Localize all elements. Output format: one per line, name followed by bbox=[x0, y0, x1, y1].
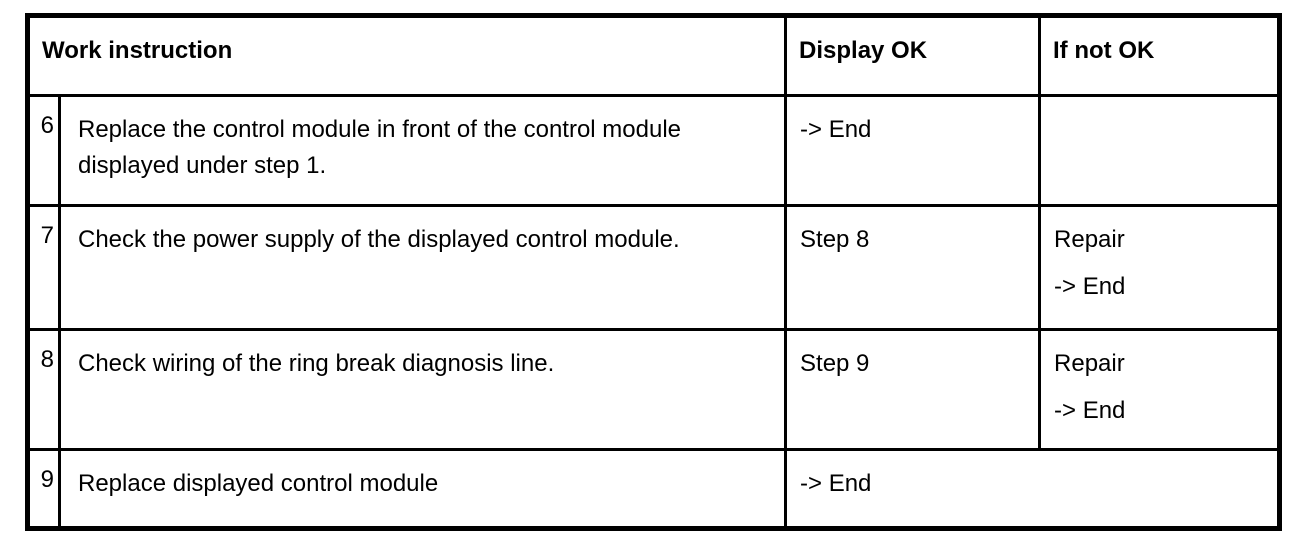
col-header-if-not-ok: If not OK bbox=[1038, 14, 1282, 97]
step-number: 9 bbox=[26, 448, 61, 530]
cell-text-line: Repair bbox=[1054, 350, 1125, 377]
display-ok-cell: -> End bbox=[784, 94, 1042, 207]
cell-text-line: -> End bbox=[800, 116, 872, 143]
if-not-ok-cell: Repair -> End bbox=[1038, 328, 1282, 451]
col-header-display-ok: Display OK bbox=[784, 14, 1042, 97]
display-ok-cell: Step 9 bbox=[784, 328, 1042, 451]
cell-text-line: -> End bbox=[1054, 397, 1126, 424]
display-ok-cell: -> End bbox=[784, 448, 1282, 530]
display-ok-cell: Step 8 bbox=[784, 204, 1042, 331]
table-body: 6 Replace the control module in front of… bbox=[26, 94, 1282, 530]
table-row: 9 Replace displayed control module -> En… bbox=[26, 448, 1282, 530]
cell-text-line: Step 9 bbox=[800, 350, 870, 377]
work-instruction-table: Work instruction Display OK If not OK 6 … bbox=[25, 13, 1283, 531]
cell-text-line: -> End bbox=[800, 470, 872, 497]
cell-text-line: Step 8 bbox=[800, 226, 870, 253]
work-instruction-cell: Check wiring of the ring break diagnosis… bbox=[57, 328, 788, 451]
work-instruction-cell: Replace displayed control module bbox=[57, 448, 788, 530]
step-number: 6 bbox=[26, 94, 61, 207]
work-instruction-cell: Check the power supply of the displayed … bbox=[57, 204, 788, 331]
step-number: 7 bbox=[26, 204, 61, 331]
cell-text-line: -> End bbox=[1054, 273, 1126, 300]
step-number: 8 bbox=[26, 328, 61, 451]
cell-text-line: Repair bbox=[1054, 226, 1125, 253]
col-header-work-instruction: Work instruction bbox=[25, 14, 788, 97]
work-instruction-cell: Replace the control module in front of t… bbox=[57, 94, 788, 207]
header-row: Work instruction Display OK If not OK bbox=[25, 14, 1282, 97]
table-row: 8 Check wiring of the ring break diagnos… bbox=[26, 328, 1282, 451]
table-row: 6 Replace the control module in front of… bbox=[26, 94, 1282, 207]
if-not-ok-cell: Repair -> End bbox=[1038, 204, 1282, 331]
table-row: 7 Check the power supply of the displaye… bbox=[26, 204, 1282, 331]
if-not-ok-cell bbox=[1038, 94, 1282, 207]
